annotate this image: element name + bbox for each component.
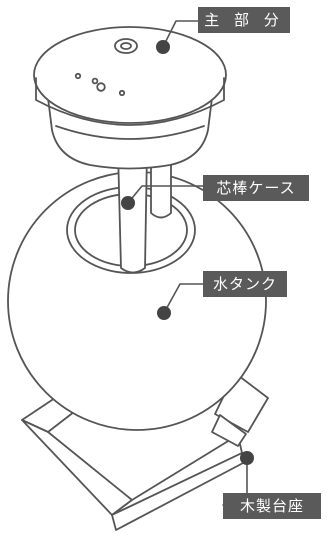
main-unit (33, 26, 227, 170)
wooden-base-label: 木製台座 (223, 493, 321, 519)
water-tank-marker-dot (157, 306, 171, 320)
main-unit-marker-dot (156, 40, 170, 54)
water-tank-label: 水タンク (203, 271, 287, 297)
wick-case-marker-dot (121, 196, 135, 210)
wooden-base (21, 372, 269, 531)
wick-case-label: 芯棒ケース (203, 175, 309, 201)
main-unit-label: 主 部 分 (198, 7, 290, 33)
wooden-base-marker-dot (240, 451, 254, 465)
